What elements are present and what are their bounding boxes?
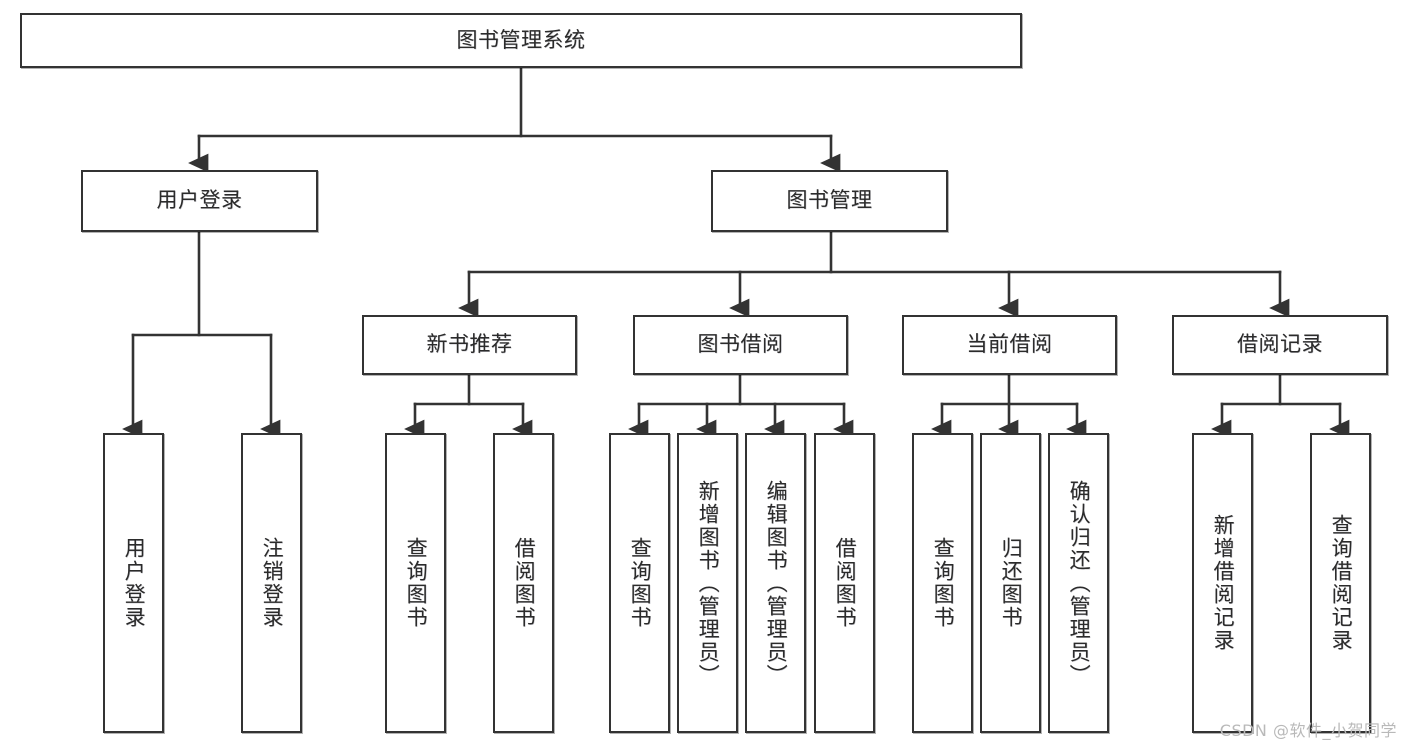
node-leaf-query-book-1[interactable]: 查询图书	[385, 433, 446, 733]
node-leaf-user-login[interactable]: 用户登录	[103, 433, 164, 733]
node-book-manage[interactable]: 图书管理	[711, 170, 948, 232]
node-new-book-rec[interactable]: 新书推荐	[362, 315, 577, 375]
node-current-borrow-label: 当前借阅	[966, 332, 1053, 357]
node-leaf-confirm-return[interactable]: 确认归还（管理员）	[1048, 433, 1109, 733]
node-leaf-borrow-book-1[interactable]: 借阅图书	[493, 433, 554, 733]
node-current-borrow[interactable]: 当前借阅	[902, 315, 1117, 375]
node-root[interactable]: 图书管理系统	[20, 13, 1022, 68]
node-leaf-borrow-book-2-label: 借阅图书	[833, 537, 858, 629]
node-leaf-logout-login-label: 注销登录	[260, 537, 285, 629]
node-leaf-query-book-3[interactable]: 查询图书	[912, 433, 973, 733]
node-leaf-add-book[interactable]: 新增图书（管理员）	[677, 433, 738, 733]
node-leaf-add-record[interactable]: 新增借阅记录	[1192, 433, 1253, 733]
node-leaf-query-record-label: 查询借阅记录	[1329, 514, 1354, 652]
node-leaf-confirm-return-label: 确认归还（管理员）	[1067, 479, 1092, 687]
node-leaf-edit-book-label: 编辑图书（管理员）	[764, 479, 789, 687]
node-leaf-logout-login[interactable]: 注销登录	[241, 433, 302, 733]
node-leaf-query-book-3-label: 查询图书	[931, 537, 956, 629]
node-leaf-return-book-label: 归还图书	[999, 537, 1024, 629]
node-leaf-user-login-label: 用户登录	[122, 537, 147, 629]
node-leaf-edit-book[interactable]: 编辑图书（管理员）	[745, 433, 806, 733]
node-root-label: 图书管理系统	[456, 27, 586, 52]
node-leaf-borrow-book-2[interactable]: 借阅图书	[814, 433, 875, 733]
node-book-manage-label: 图书管理	[786, 188, 873, 213]
node-book-borrow-label: 图书借阅	[697, 332, 784, 357]
node-leaf-add-record-label: 新增借阅记录	[1211, 514, 1236, 652]
node-user-login-label: 用户登录	[156, 188, 243, 213]
node-borrow-record[interactable]: 借阅记录	[1172, 315, 1388, 375]
node-new-book-rec-label: 新书推荐	[426, 332, 513, 357]
node-book-borrow[interactable]: 图书借阅	[633, 315, 848, 375]
node-borrow-record-label: 借阅记录	[1237, 332, 1323, 357]
node-user-login[interactable]: 用户登录	[81, 170, 318, 232]
node-leaf-return-book[interactable]: 归还图书	[980, 433, 1041, 733]
node-leaf-query-book-2-label: 查询图书	[628, 537, 653, 629]
node-leaf-add-book-label: 新增图书（管理员）	[696, 479, 721, 687]
node-leaf-borrow-book-1-label: 借阅图书	[512, 537, 537, 629]
node-leaf-query-record[interactable]: 查询借阅记录	[1310, 433, 1371, 733]
node-leaf-query-book-2[interactable]: 查询图书	[609, 433, 670, 733]
node-leaf-query-book-1-label: 查询图书	[404, 537, 429, 629]
